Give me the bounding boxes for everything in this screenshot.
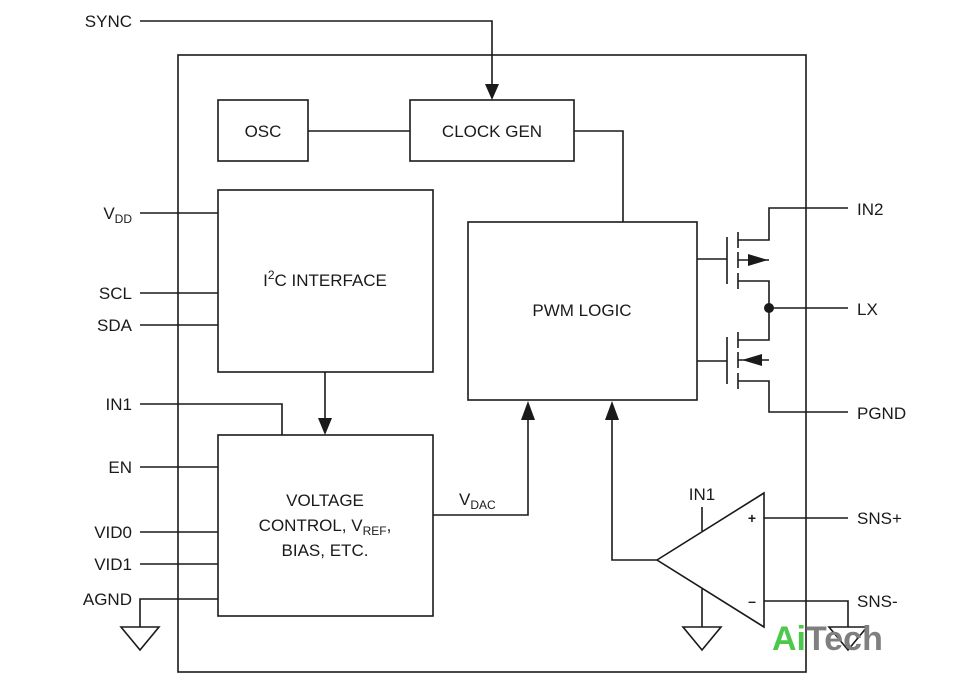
i2c-suffix: C INTERFACE [275, 271, 387, 290]
pin-label-sns-minus: SNS- [857, 592, 898, 611]
i2c-prefix: I [263, 271, 268, 290]
clock-gen-label: CLOCK GEN [442, 122, 542, 141]
amp-in1-label: IN1 [689, 485, 715, 504]
pin-label-vdd: VDD [103, 204, 132, 226]
pwm-logic-block [467, 221, 698, 401]
i2c-interface-block [217, 189, 434, 373]
wire-agnd [139, 598, 218, 627]
pin-label-scl: SCL [99, 284, 132, 303]
voltage-label-line1: VOLTAGE [286, 491, 364, 510]
pwm-logic-label: PWM LOGIC [532, 301, 631, 320]
watermark: AiTech [772, 620, 883, 658]
wire-in1 [140, 403, 283, 435]
pin-label-en: EN [108, 458, 132, 477]
vref-post: , [387, 516, 392, 535]
wire-amp-to-pwm [611, 418, 657, 561]
vdac-main: V [459, 490, 471, 509]
current-sense-amplifier [655, 491, 765, 629]
arrow-vdac-to-pwm [521, 401, 535, 420]
pin-label-sda: SDA [97, 316, 133, 335]
vref-pre: CONTROL, V [259, 516, 364, 535]
pin-label-in1: IN1 [106, 395, 132, 414]
voltage-control-block [217, 434, 434, 617]
pin-label-pgnd: PGND [857, 404, 906, 423]
pin-label-in2: IN2 [857, 200, 883, 219]
watermark-ai: Ai [772, 620, 806, 658]
wire-sns-minus [764, 600, 849, 627]
osc-label: OSC [245, 122, 282, 141]
high-side-mosfet [697, 207, 848, 308]
vdd-main: V [103, 204, 115, 223]
pin-label-lx: LX [857, 300, 878, 319]
osc-block [217, 99, 309, 162]
voltage-label-line3: BIAS, ETC. [282, 541, 369, 560]
low-side-mosfet [697, 308, 848, 413]
arrow-i2c-to-voltage [318, 418, 332, 435]
vref-subscript: REF [363, 524, 387, 538]
agnd-ground-symbol [119, 626, 161, 652]
pin-label-sns-plus: SNS+ [857, 509, 902, 528]
wire-sync [140, 20, 493, 86]
wire-vdac [433, 418, 529, 516]
i2c-interface-label: I2C INTERFACE [263, 268, 387, 290]
arrow-amp-to-pwm [605, 401, 619, 420]
amp-minus-sign: – [748, 593, 756, 609]
pin-label-vid1: VID1 [94, 555, 132, 574]
vdac-subscript: DAC [470, 498, 496, 512]
pin-label-sync: SYNC [85, 12, 132, 31]
pin-label-vid0: VID0 [94, 523, 132, 542]
arrow-sync-to-clockgen [485, 84, 499, 100]
pin-label-agnd: AGND [83, 590, 132, 609]
sns-ground-symbol [827, 626, 869, 652]
vdac-label: VDAC [459, 490, 496, 512]
i2c-superscript: 2 [268, 268, 275, 282]
wire-clockgen-pwm [574, 130, 624, 222]
watermark-tech: Tech [806, 620, 883, 658]
amp-plus-sign: + [748, 510, 756, 526]
vdd-subscript: DD [115, 212, 133, 226]
amp-ground-symbol [681, 626, 723, 652]
voltage-label-line2: CONTROL, VREF, [259, 516, 392, 538]
